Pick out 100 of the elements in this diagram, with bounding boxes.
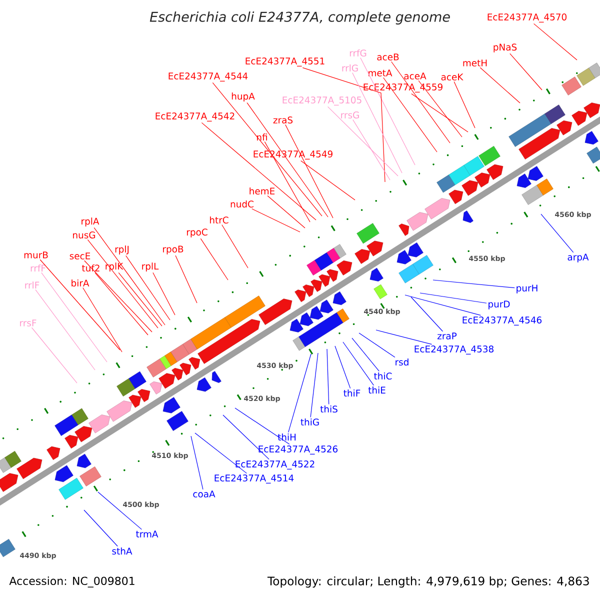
gene-label: EcE24377A_4542 xyxy=(156,112,234,122)
leader-line xyxy=(352,119,390,180)
leader-line xyxy=(82,287,122,352)
leader-line xyxy=(194,432,247,474)
leader-line xyxy=(534,23,578,60)
gene-label: EcE24377A_4538 xyxy=(414,346,494,354)
leader-line xyxy=(246,102,328,218)
gene-label: purD xyxy=(488,300,510,310)
leader-line xyxy=(84,260,152,332)
gene-label: EcE24377A_4522 xyxy=(236,460,314,470)
gene-label: EcE24377A_4570 xyxy=(488,14,566,22)
leader-line xyxy=(94,272,148,336)
leader-line xyxy=(35,289,96,370)
leader-line xyxy=(510,53,542,90)
leader-line xyxy=(126,255,170,320)
leader-line xyxy=(40,259,120,350)
leader-line xyxy=(118,272,162,326)
gene-label: metH xyxy=(463,60,487,66)
gene-label: EcE24377A_4514 xyxy=(214,474,294,484)
leader-line xyxy=(480,67,520,104)
leader-line xyxy=(87,239,158,328)
gene-label: thiH xyxy=(278,434,296,440)
leader-line xyxy=(342,342,374,386)
leader-line xyxy=(84,510,118,547)
leader-line xyxy=(420,292,487,304)
gene-label: rrfG xyxy=(350,49,366,57)
gene-label: rsd xyxy=(396,358,408,366)
gene-label: rrsG xyxy=(341,112,359,118)
gene-label: birA xyxy=(72,279,90,287)
accession-text: Accession: NC_009801 xyxy=(9,576,134,588)
title: Escherichia coli E24377A, complete genome xyxy=(150,11,450,25)
leader-line xyxy=(411,93,468,132)
leader-line xyxy=(41,272,108,362)
leader-line xyxy=(334,346,351,389)
gene-label: nfi xyxy=(257,134,267,140)
gene-label: thiC xyxy=(374,372,392,380)
gene-label: EcE24377A_4544 xyxy=(168,72,248,82)
gene-label: rpoB xyxy=(163,246,184,254)
leader-line xyxy=(31,327,78,384)
leader-line xyxy=(410,296,444,332)
leader-line xyxy=(360,57,416,166)
gene-label: rplA xyxy=(82,218,100,226)
gene-label: rrlF xyxy=(25,282,40,288)
gene-label: zraP xyxy=(438,332,457,340)
gene-label: thiE xyxy=(368,386,386,394)
gene-label: aceB xyxy=(377,54,399,60)
leader-line xyxy=(302,67,386,182)
gene-label: hemE xyxy=(250,187,275,195)
leader-line xyxy=(358,332,396,358)
gene-label: thiF xyxy=(344,390,360,396)
leader-line xyxy=(352,338,380,372)
gene-label: rrlG xyxy=(342,64,358,72)
gene-label: nusG xyxy=(73,232,96,238)
gene-label: purH xyxy=(516,284,538,294)
leader-line xyxy=(376,330,432,345)
leader-line xyxy=(310,352,318,418)
leader-line xyxy=(404,294,482,316)
gene-label: rplJ xyxy=(115,246,129,254)
gene-label: EcE24377A_4551 xyxy=(246,58,324,66)
leader-line xyxy=(175,255,198,304)
gene-label: rrfF xyxy=(30,264,46,272)
leader-line xyxy=(234,408,290,445)
gene-label: EcE24377A_5105 xyxy=(282,96,362,106)
leader-line xyxy=(200,238,228,280)
leader-line xyxy=(432,280,515,288)
gene-label: pNaS xyxy=(494,44,517,52)
gene-label: aceK xyxy=(441,74,464,80)
leader-line xyxy=(540,214,574,253)
leader-line xyxy=(94,227,166,326)
gene-label: EcE24377A_4546 xyxy=(462,316,542,326)
gene-label: metA xyxy=(368,70,392,76)
gene-label: rplL xyxy=(142,262,159,272)
gene-label: zraS xyxy=(273,116,293,124)
gene-label: rrsF xyxy=(20,320,36,326)
gene-label: coaA xyxy=(193,490,216,498)
leader-line xyxy=(326,348,330,405)
leader-line xyxy=(98,492,142,530)
leader-line xyxy=(152,272,176,316)
leader-line xyxy=(288,354,312,433)
leader-line xyxy=(222,414,270,460)
leader-line xyxy=(212,82,322,216)
leader-line xyxy=(300,160,356,200)
leader-line xyxy=(201,122,316,220)
gene-label: thiG xyxy=(300,418,319,426)
leader-line xyxy=(418,80,462,138)
leader-line xyxy=(454,81,476,128)
genome-info-text: Topology: circular; Length: 4,979,619 bp; Genes: 4,863 xyxy=(267,576,589,588)
leader-line xyxy=(252,208,300,232)
leader-line xyxy=(267,195,306,228)
leader-line xyxy=(391,61,450,144)
gene-label: hupA xyxy=(232,92,255,102)
leader-line xyxy=(190,436,204,490)
gene-label: EcE24377A_4526 xyxy=(258,446,338,454)
leader-line xyxy=(352,72,402,174)
gene-label: trmA xyxy=(136,530,158,538)
gene-label: murB xyxy=(24,252,48,258)
gene-label: arpA xyxy=(568,254,589,262)
gene-label: secE xyxy=(70,252,90,260)
gene-label: sthA xyxy=(112,547,132,555)
leader-line xyxy=(327,106,398,176)
